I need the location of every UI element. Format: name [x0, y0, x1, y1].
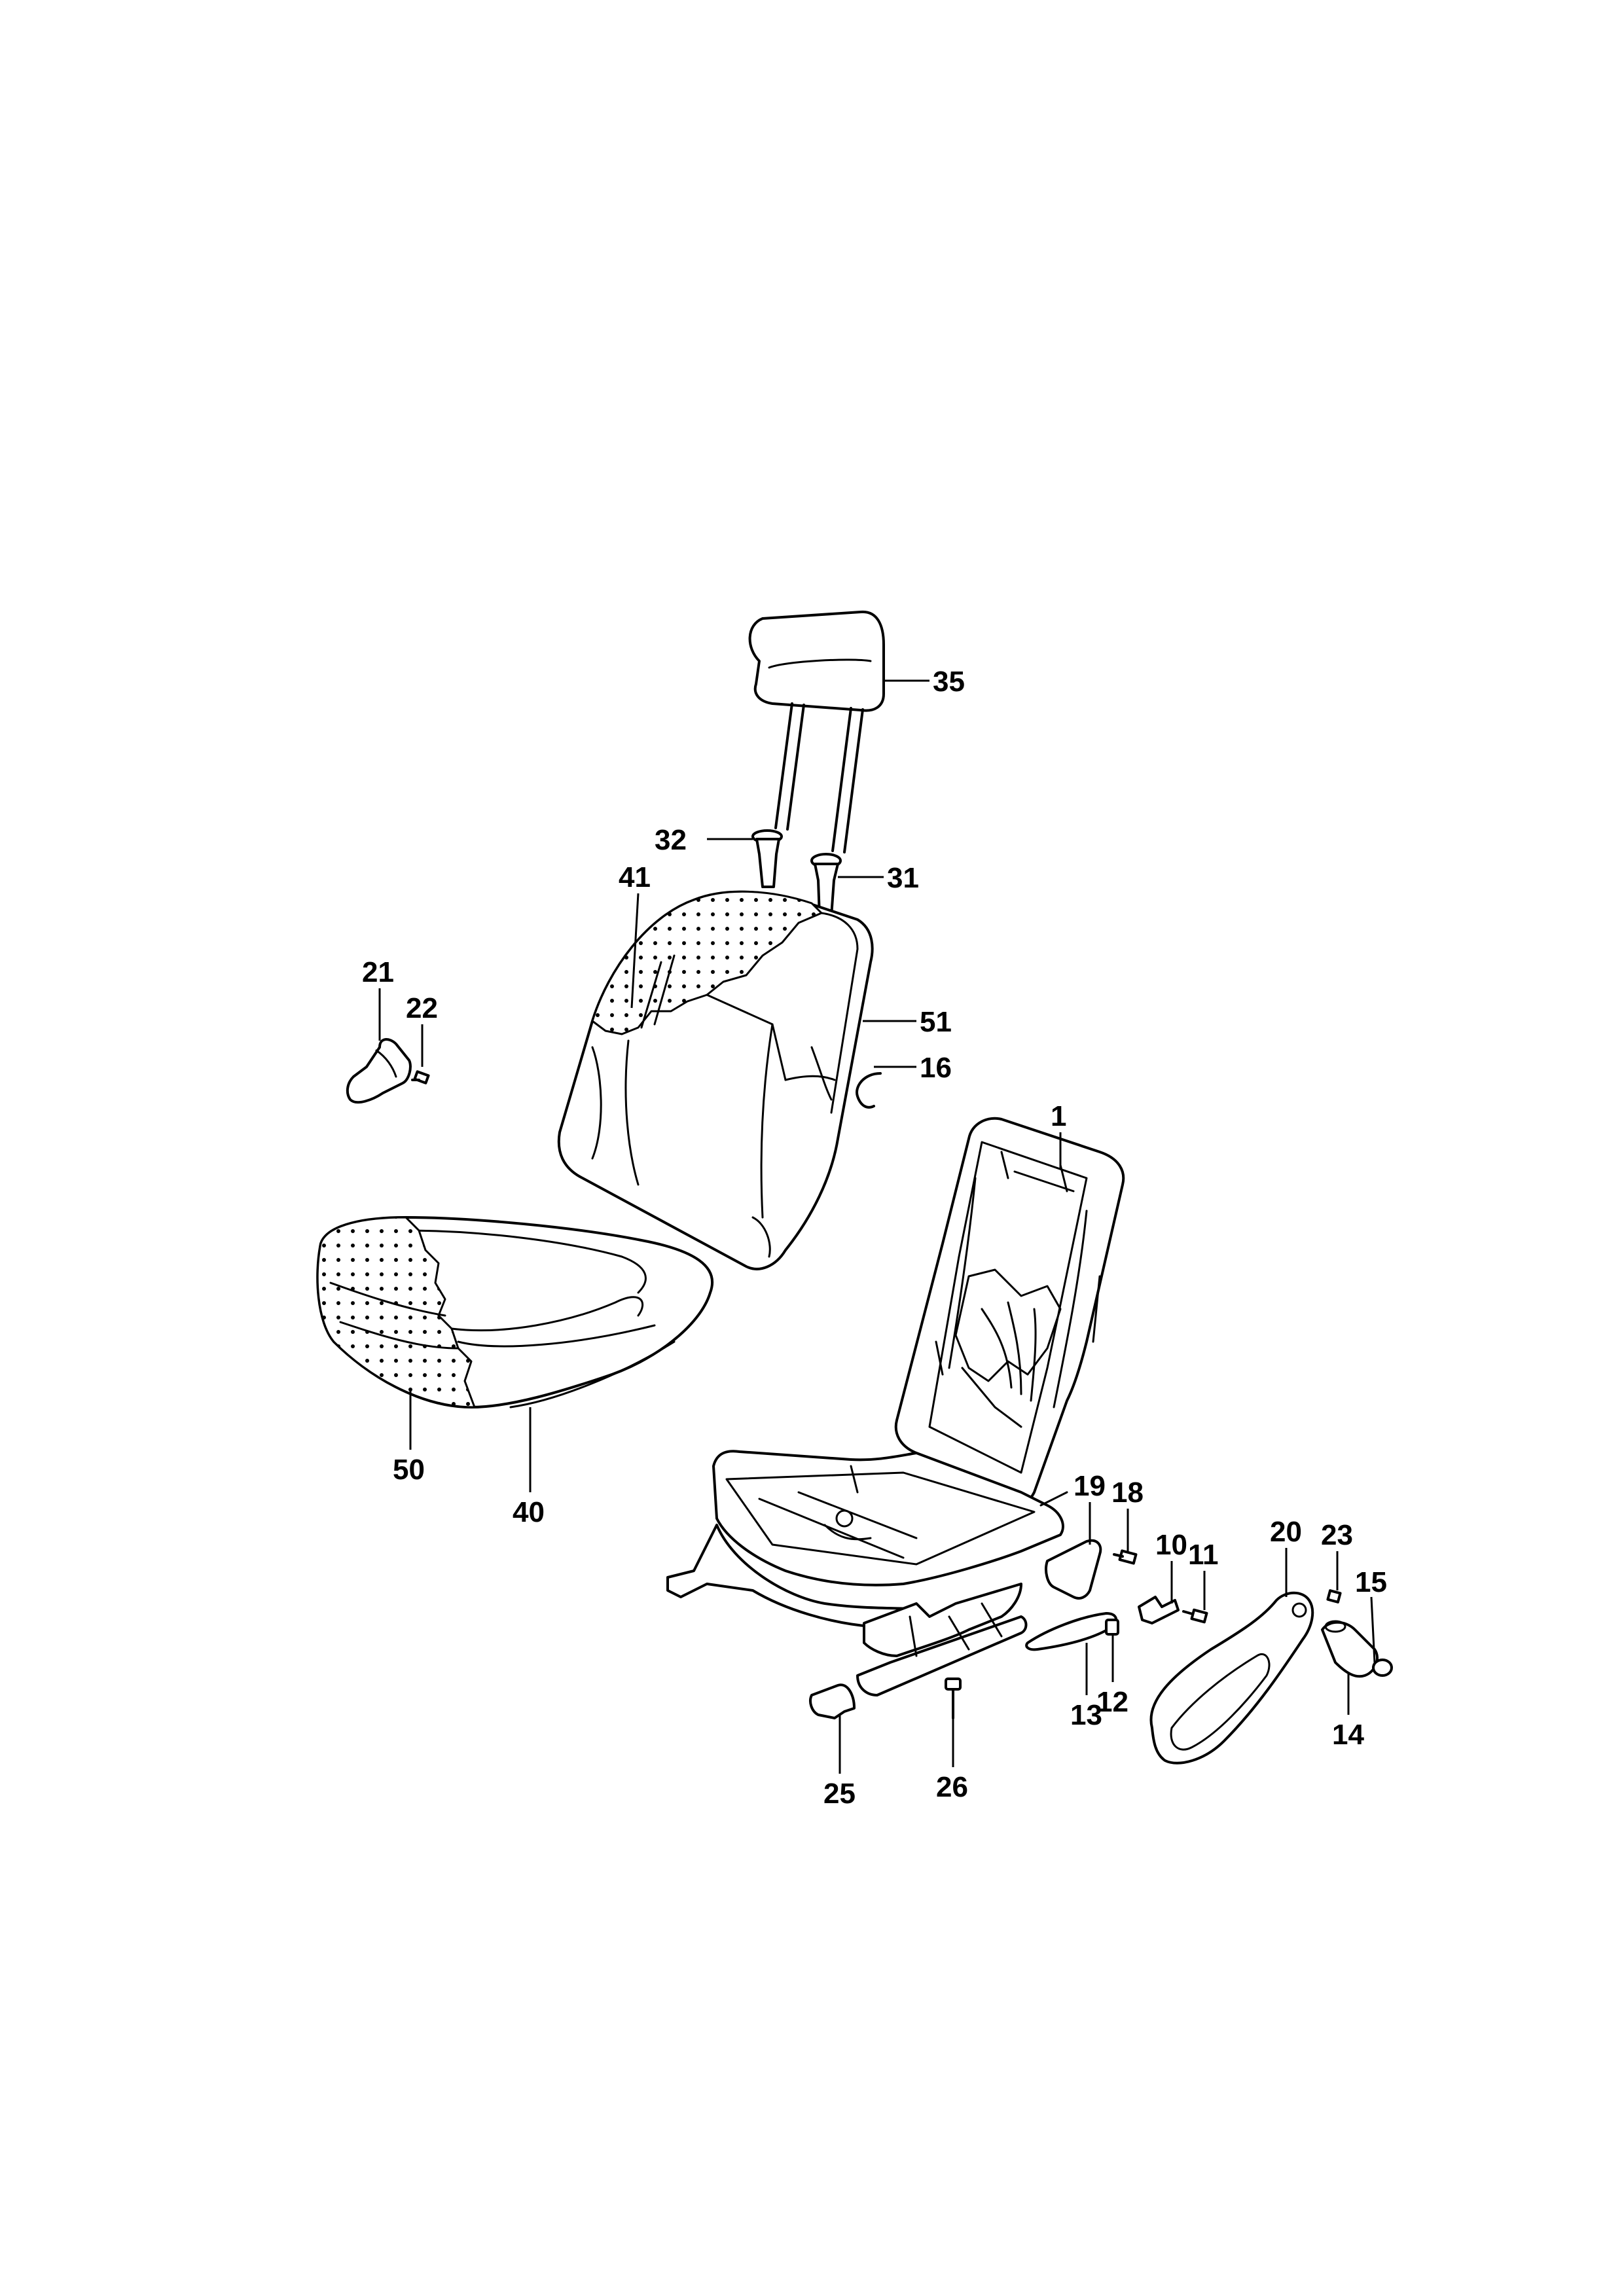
callouts: 35 32 31 41 21 22 51 16 1 50 40 19 18 10…	[362, 666, 1387, 1810]
handle-cap	[1372, 1659, 1393, 1677]
callout-20: 20	[1270, 1516, 1302, 1548]
recliner-cover-bracket	[1045, 1539, 1102, 1600]
callout-51: 51	[920, 1006, 952, 1038]
callout-21: 21	[362, 956, 394, 988]
callout-25: 25	[823, 1778, 856, 1810]
callout-40: 40	[513, 1496, 545, 1528]
callout-10: 10	[1155, 1529, 1187, 1561]
callout-12: 12	[1096, 1686, 1128, 1718]
bracket-screw	[1113, 1549, 1138, 1565]
rail-end-cover	[809, 1683, 856, 1719]
callout-35: 35	[933, 666, 965, 698]
lever-trim-panel	[1025, 1612, 1118, 1651]
callout-26: 26	[936, 1771, 968, 1803]
callout-14: 14	[1332, 1719, 1364, 1751]
callout-15: 15	[1355, 1566, 1387, 1598]
callout-13: 13	[1070, 1699, 1102, 1731]
callout-18: 18	[1111, 1477, 1144, 1509]
side-trim-cover	[346, 1038, 412, 1104]
seat-frame	[666, 1117, 1125, 1696]
mounting-bolt	[945, 1677, 962, 1719]
clip-ring	[856, 1072, 882, 1109]
adjust-handle	[1321, 1620, 1379, 1678]
side-trim-panel	[1149, 1591, 1314, 1765]
link-rod	[1138, 1596, 1180, 1624]
callout-41: 41	[619, 861, 651, 893]
callout-22: 22	[406, 992, 438, 1024]
link-screw	[1182, 1608, 1208, 1624]
panel-screw	[1326, 1589, 1342, 1604]
callout-23: 23	[1321, 1519, 1353, 1551]
headrest-guide-left	[751, 829, 783, 888]
headrest	[748, 610, 885, 853]
callout-32: 32	[655, 824, 687, 856]
callout-11: 11	[1188, 1539, 1219, 1571]
callout-1: 1	[1051, 1100, 1066, 1132]
backrest-cover-cutaway	[591, 890, 859, 1114]
callout-16: 16	[920, 1052, 952, 1084]
seat-cover-cutaway	[316, 1216, 476, 1408]
small-clip	[1105, 1619, 1119, 1636]
callout-50: 50	[393, 1454, 425, 1486]
callout-31: 31	[887, 862, 919, 894]
trim-screw	[411, 1070, 430, 1085]
leader-lines	[378, 679, 1376, 1774]
callout-19: 19	[1074, 1470, 1106, 1502]
